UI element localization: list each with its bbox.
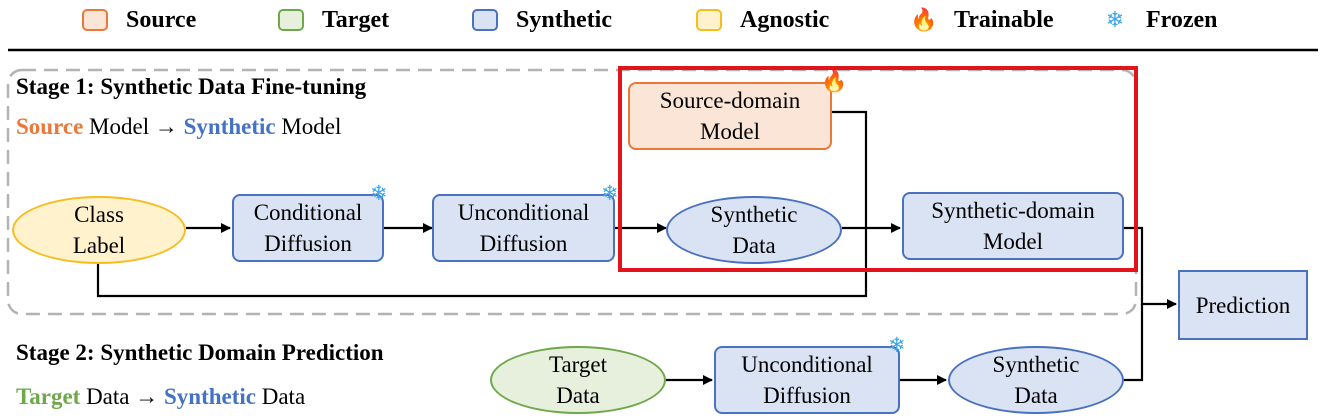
fire-icon: 🔥 [910,7,938,32]
target-data-node: Target Data [490,346,666,414]
legend-source: Source [82,4,196,36]
class-label-node: Class Label [12,196,186,264]
legend-synthetic: Synthetic [472,4,612,36]
legend-synthetic-swatch [472,9,498,31]
legend-target-label: Target [322,6,390,33]
legend-frozen: ❄ Frozen [1102,4,1218,36]
conditional-diffusion-frozen-icon: ❄ [370,181,388,205]
legend-source-label: Source [126,6,197,33]
legend-frozen-label: Frozen [1146,6,1218,33]
legend-synthetic-label: Synthetic [516,6,612,33]
legend-source-swatch [82,9,108,31]
conditional-diffusion-node: Conditional Diffusion [232,194,384,262]
connector-source-model-loop [96,110,868,298]
synthetic-domain-model-node: Synthetic-domain Model [902,192,1124,260]
connector-stage2-to-prediction [1124,304,1144,382]
legend-agnostic-swatch [696,9,722,31]
legend-agnostic: Agnostic [696,4,829,36]
stage2-from-tail: Data → [80,384,164,409]
prediction-node: Prediction [1178,270,1308,340]
unconditional-diffusion-2-node: Unconditional Diffusion [714,346,900,414]
legend-target: Target [278,4,389,36]
stage1-dashed-frame [6,68,1138,316]
highlight-box [618,66,1138,272]
stage1-from-word: Source [16,114,84,139]
stage2-from-word: Target [16,384,81,409]
stage2-to-word: Synthetic [163,384,256,409]
arrow-synthetic-model-to-prediction [1124,226,1177,309]
unconditional-diffusion-frozen-icon: ❄ [601,181,619,205]
stage2-to-tail: Data [255,384,306,409]
legend-trainable: 🔥 Trainable [910,4,1054,36]
unconditional-diffusion-2-frozen-icon: ❄ [888,333,906,357]
synthetic-data-node: Synthetic Data [666,196,842,264]
stage1-title: Stage 1: Synthetic Data Fine-tuning [16,74,367,99]
source-domain-model-trainable-icon: 🔥 [821,69,848,93]
stage1-subtitle: Source Model → Synthetic Model [16,114,341,140]
stage1-from-tail: Model → [83,114,184,139]
legend-target-swatch [278,9,304,31]
source-domain-model-node: Source-domain Model [628,82,832,150]
stage2-title: Stage 2: Synthetic Domain Prediction [16,340,384,365]
stage1-to-word: Synthetic [183,114,276,139]
unconditional-diffusion-node: Unconditional Diffusion [432,194,615,262]
snowflake-icon: ❄ [1105,7,1125,32]
synthetic-data-2-node: Synthetic Data [948,346,1124,414]
stage1-to-tail: Model [275,114,342,139]
legend-trainable-label: Trainable [954,6,1054,33]
legend-agnostic-label: Agnostic [740,6,830,33]
stage2-subtitle: Target Data → Synthetic Data [16,384,305,410]
